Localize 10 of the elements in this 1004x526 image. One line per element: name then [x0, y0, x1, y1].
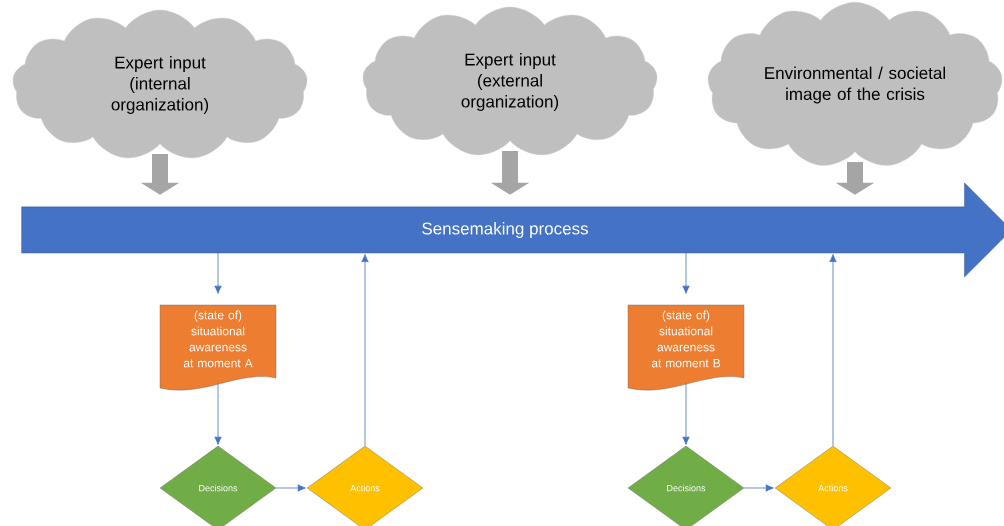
arrow	[829, 254, 837, 447]
arrow	[743, 484, 774, 492]
arrow	[361, 254, 369, 447]
document-box: (state of) situational awareness at moment B	[627, 304, 745, 391]
arrow	[682, 382, 690, 445]
document-box: (state of) situational awareness at moment A	[159, 304, 277, 391]
arrow	[275, 484, 306, 492]
arrow	[214, 382, 222, 445]
arrow	[214, 252, 222, 294]
arrow	[682, 252, 690, 294]
